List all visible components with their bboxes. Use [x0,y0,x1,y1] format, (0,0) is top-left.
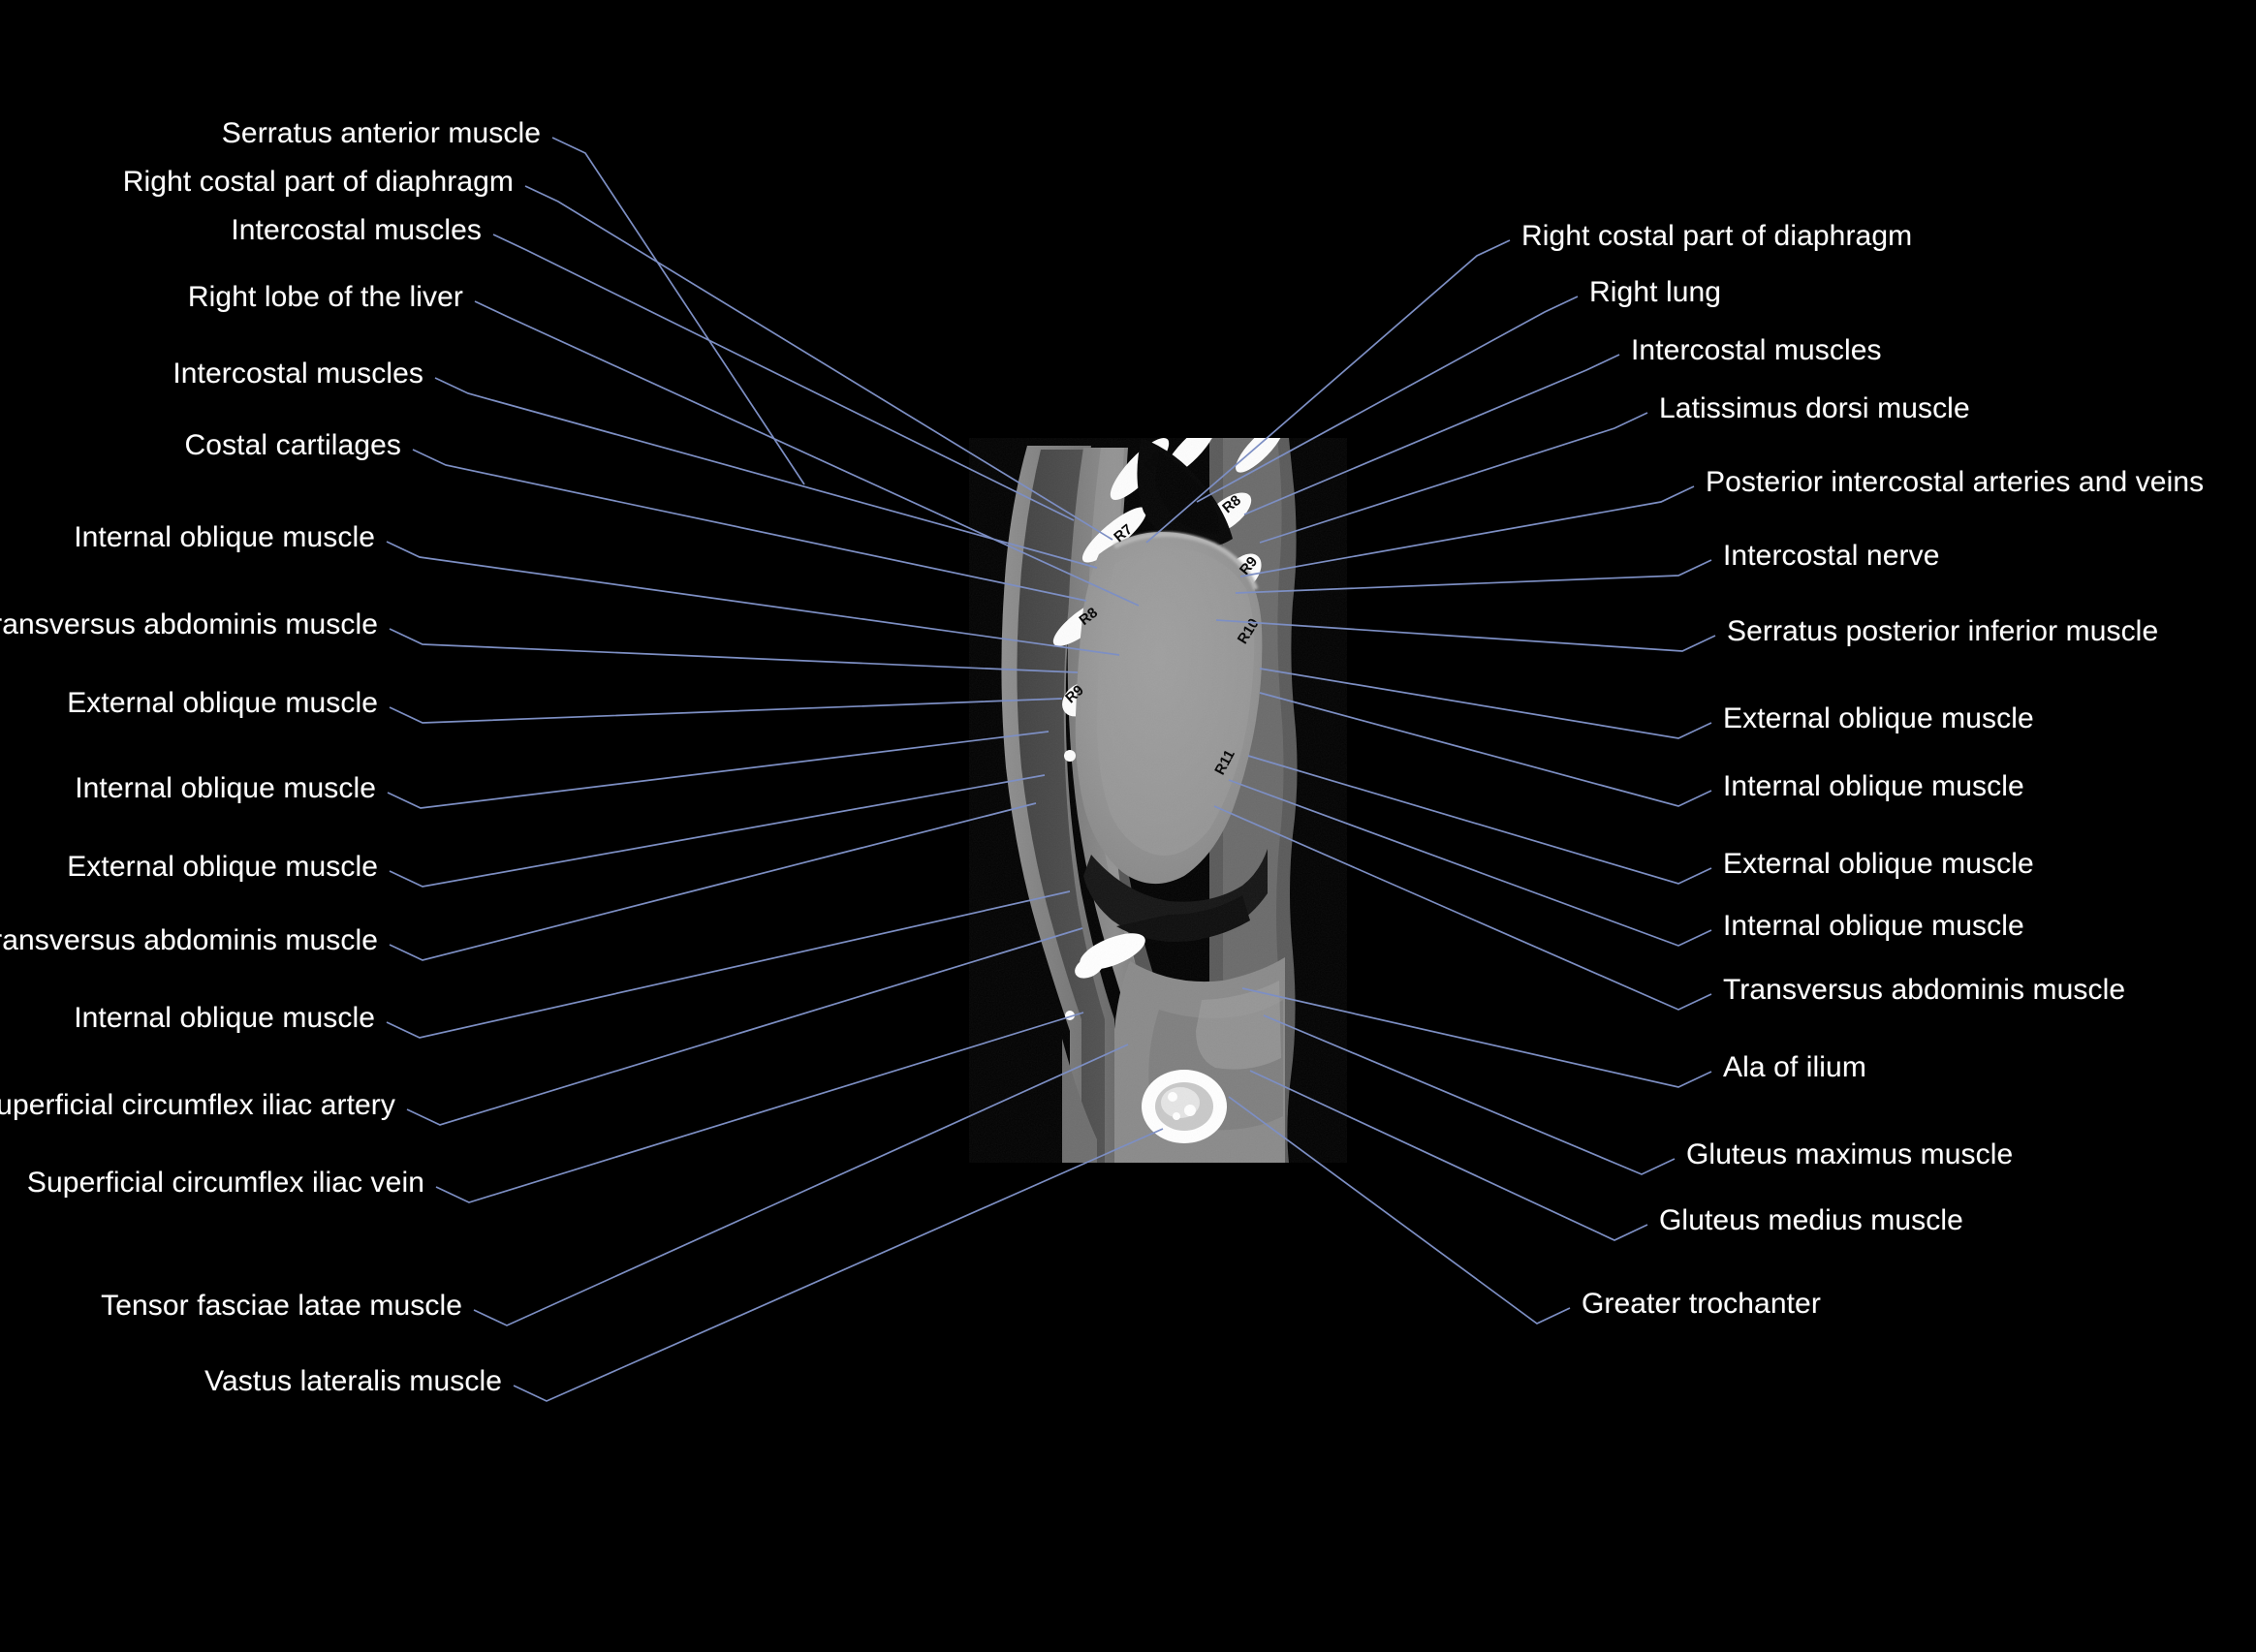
label-right-right-lung: Right lung [1589,276,1722,308]
leader-line [386,890,1071,1039]
label-right-intercostal-muscles: Intercostal muscles [1631,334,1882,366]
label-left-intercostal-muscles: Intercostal muscles [231,214,482,246]
label-right-latissimus-dorsi-muscle: Latissimus dorsi muscle [1659,392,1970,424]
label-left-right-lobe-of-the-liver: Right lobe of the liver [187,281,463,313]
label-right-transversus-abdominis-muscle: Transversus abdominis muscle [1723,974,2126,1006]
leader-line [513,1128,1164,1402]
label-right-gluteus-medius-muscle: Gluteus medius muscle [1659,1204,1963,1236]
label-left-costal-cartilages: Costal cartilages [184,429,401,461]
label-right-intercostal-nerve: Intercostal nerve [1723,540,1940,572]
label-left-external-oblique-muscle: External oblique muscle [67,687,378,719]
leader-line [551,137,805,485]
label-left-serratus-anterior-muscle: Serratus anterior muscle [221,117,541,149]
label-left-vastus-lateralis-muscle: Vastus lateralis muscle [204,1365,502,1397]
label-left-intercostal-muscles: Intercostal muscles [172,358,423,390]
label-right-ala-of-ilium: Ala of ilium [1723,1051,1866,1083]
label-left-internal-oblique-muscle: Internal oblique muscle [74,1002,375,1034]
leader-line [389,802,1037,961]
label-left-internal-oblique-muscle: Internal oblique muscle [75,772,376,804]
label-right-internal-oblique-muscle: Internal oblique muscle [1723,770,2024,802]
label-right-external-oblique-muscle: External oblique muscle [1723,702,2034,734]
label-left-superficial-circumflex-iliac-vein: Superficial circumflex iliac vein [26,1167,424,1199]
label-left-internal-oblique-muscle: Internal oblique muscle [74,521,375,553]
label-left-transversus-abdominis-muscle: Transversus abdominis muscle [0,924,378,956]
label-left-right-costal-part-of-diaphragm: Right costal part of diaphragm [122,166,514,198]
leader-line [389,774,1046,888]
label-right-internal-oblique-muscle: Internal oblique muscle [1723,910,2024,942]
leader-line [389,698,1063,724]
leader-line [387,731,1050,809]
label-left-external-oblique-muscle: External oblique muscle [67,851,378,883]
label-right-greater-trochanter: Greater trochanter [1582,1288,1821,1320]
label-right-posterior-intercostal-arteries-and-veins: Posterior intercostal arteries and veins [1706,466,2205,498]
label-right-right-costal-part-of-diaphragm: Right costal part of diaphragm [1521,220,1913,252]
label-right-gluteus-maximus-muscle: Gluteus maximus muscle [1686,1138,2014,1170]
label-right-serratus-posterior-inferior-muscle: Serratus posterior inferior muscle [1727,615,2159,647]
label-right-external-oblique-muscle: External oblique muscle [1723,848,2034,880]
label-left-transversus-abdominis-muscle: Transversus abdominis muscle [0,608,378,640]
label-left-superficial-circumflex-iliac-artery: Superficial circumflex iliac artery [0,1089,395,1121]
label-left-tensor-fasciae-latae-muscle: Tensor fasciae latae muscle [101,1290,462,1322]
